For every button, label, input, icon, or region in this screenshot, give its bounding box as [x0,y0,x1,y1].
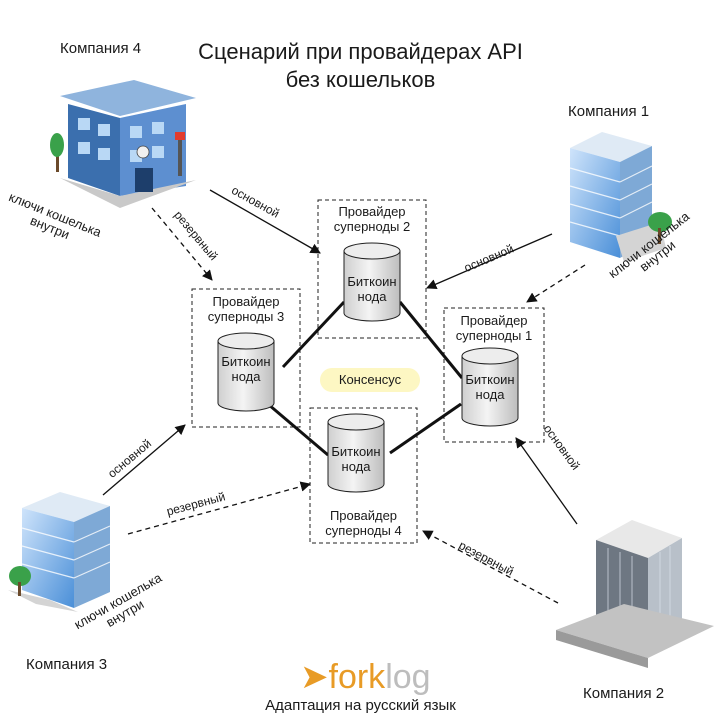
footer-caption: Адаптация на русский язык [265,697,456,714]
bitcoin-node-1-icon [461,347,519,427]
provider-1-label-line-1: Провайдер [460,313,528,328]
forklog-logo-mark-icon: ➤ [300,658,329,696]
bitcoin-node-2-label-line-1: Биткоин [347,274,397,289]
company-4-building-icon [50,80,196,208]
forklog-logo-part1: fork [328,658,386,696]
provider-2-label-line-2: суперноды 2 [333,219,411,234]
company-2-building-icon [556,520,714,668]
company-1-label: Компания 1 [568,103,650,120]
title-line-2: без кошельков [285,67,436,92]
diagram-title: Сценарий при провайдерах API без кошельк… [0,38,721,94]
arrow-company3-backup [127,481,312,535]
arrow-company4-primary [209,189,321,254]
bitcoin-node-1-label-line-2: нода [475,387,505,402]
network-link-2-1 [398,301,464,379]
bitcoin-node-4-label: Биткоин нода [328,444,384,474]
arrow-company1-backup [526,264,586,303]
network-link-3-4 [261,397,329,457]
provider-box-3 [191,288,301,428]
bitcoin-node-4-label-line-2: нода [341,459,371,474]
company-1-building-icon [569,132,672,262]
provider-4-label: Провайдер суперноды 4 [310,508,417,538]
forklog-logo: ➤forklog [300,660,431,694]
bitcoin-node-4-label-line-1: Биткоин [331,444,381,459]
provider-1-label-line-2: суперноды 1 [455,328,533,343]
arrow-company4-backup [151,207,213,281]
company-4-label: Компания 4 [60,40,142,57]
bitcoin-node-3-icon [217,332,275,412]
provider-4-label-line-1: Провайдер [329,508,398,523]
provider-box-1 [443,307,545,443]
provider-3-label: Провайдер суперноды 3 [192,294,300,324]
bitcoin-node-1-label-line-1: Биткоин [465,372,515,387]
company-2-label: Компания 2 [583,685,665,702]
provider-box-4 [309,407,418,544]
consensus-bubble [320,368,420,392]
bitcoin-node-1-label: Биткоин нода [462,372,518,402]
network-link-3-2 [281,300,346,369]
provider-3-label-line-2: суперноды 3 [207,309,285,324]
bitcoin-node-2-icon [343,242,401,322]
company-3-building-icon [8,492,111,612]
forklog-logo-part2: log [385,658,431,696]
arrow-company2-backup [422,530,559,604]
title-line-1: Сценарий при провайдерах API [198,39,523,64]
arrow-company1-primary [426,233,553,290]
bitcoin-node-4-icon [327,413,385,493]
arrow-company3-primary [102,424,186,496]
provider-3-label-line-1: Провайдер [212,294,280,309]
bitcoin-node-3-label: Биткоин нода [218,354,274,384]
bitcoin-node-2-label-line-2: нода [357,289,387,304]
bitcoin-node-3-label-line-2: нода [231,369,261,384]
provider-4-label-line-2: суперноды 4 [325,523,402,538]
provider-2-label-line-1: Провайдер [338,204,406,219]
company-3-label: Компания 3 [26,656,108,673]
bitcoin-node-2-label: Биткоин нода [344,274,400,304]
bitcoin-node-3-label-line-1: Биткоин [221,354,271,369]
consensus-label: Консенсус [338,372,402,387]
network-link-4-1 [389,402,462,455]
provider-2-label: Провайдер суперноды 2 [318,204,426,234]
provider-1-label: Провайдер суперноды 1 [444,313,544,343]
provider-box-2 [317,199,427,339]
arrow-company2-primary [515,437,578,525]
